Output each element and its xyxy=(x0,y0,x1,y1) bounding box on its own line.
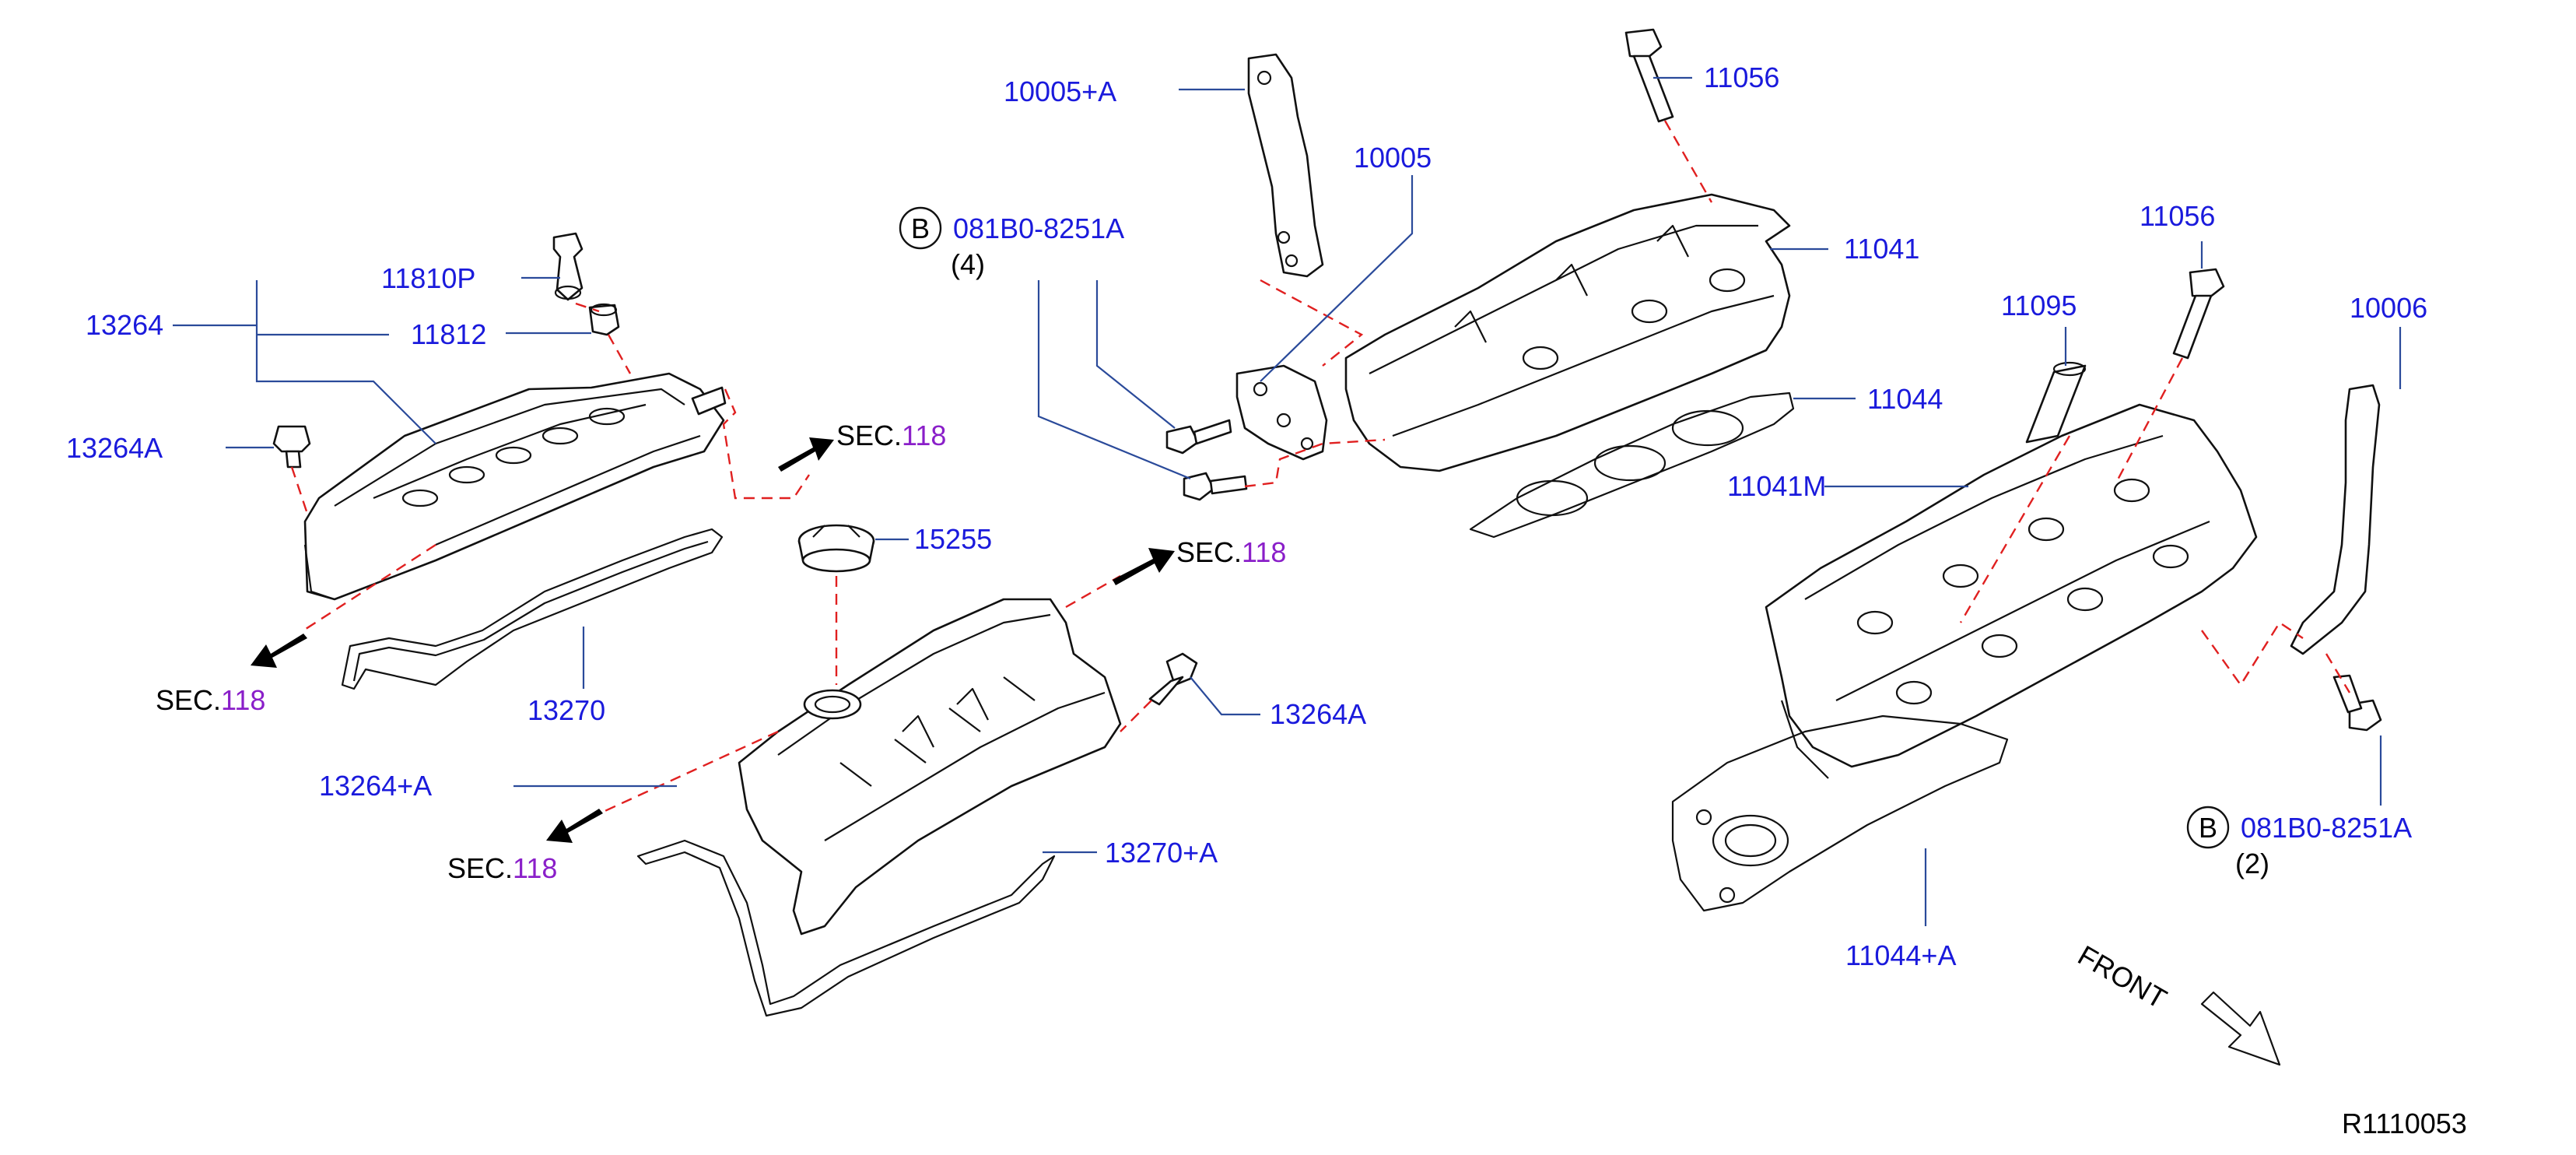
dashed-connectors xyxy=(290,120,2351,819)
sec-arrow-3 xyxy=(251,634,307,668)
sec-arrow-2 xyxy=(1113,548,1175,585)
sec-ref-4[interactable]: SEC.118 xyxy=(447,852,557,884)
label-11056-right[interactable]: 11056 xyxy=(2140,200,2215,232)
bolt-11056-top[interactable] xyxy=(1624,28,1674,123)
bolt-081b0-center-b[interactable] xyxy=(1183,472,1248,501)
label-11041m[interactable]: 11041M xyxy=(1727,470,1826,502)
plug-11095[interactable] xyxy=(2025,361,2087,444)
label-11041[interactable]: 11041 xyxy=(1844,233,1919,265)
grommet-11812[interactable] xyxy=(588,303,620,336)
head-gasket-11044[interactable] xyxy=(1469,391,1795,539)
sec-ref-1[interactable]: SEC.118 xyxy=(836,420,946,451)
label-13264pa[interactable]: 13264+A xyxy=(319,770,432,802)
bolt-081b0-right[interactable] xyxy=(2332,674,2382,732)
circle-b-marker-top: B xyxy=(899,206,942,250)
label-bolt-qty-top: (4) xyxy=(951,248,985,280)
sec-arrow-4 xyxy=(546,809,603,843)
label-11044a[interactable]: 11044+A xyxy=(1845,939,1956,971)
sec-ref-2[interactable]: SEC.118 xyxy=(1176,536,1286,568)
bolt-11056-right[interactable] xyxy=(2172,268,2225,360)
cylinder-head-11041m[interactable] xyxy=(1765,403,2258,779)
front-direction-arrow xyxy=(2200,991,2281,1066)
circle-b-letter: B xyxy=(2199,812,2217,844)
rocker-gasket-right-bank[interactable] xyxy=(636,839,1056,1017)
rocker-gasket-left[interactable] xyxy=(341,528,724,690)
label-bolt-qty-right: (2) xyxy=(2235,848,2269,879)
leader-lines xyxy=(173,76,2402,926)
circle-b-letter: B xyxy=(911,212,930,244)
bolt-13264a-right[interactable] xyxy=(1148,652,1198,706)
label-13270[interactable]: 13270 xyxy=(527,694,605,726)
bracket-10006[interactable] xyxy=(2290,384,2381,655)
label-11095[interactable]: 11095 xyxy=(2001,290,2077,321)
label-bolt-081b0-right[interactable]: 081B0-8251A xyxy=(2241,812,2412,844)
cylinder-head-11041[interactable] xyxy=(1344,193,1791,472)
label-15255[interactable]: 15255 xyxy=(914,523,992,555)
oil-filler-cap-15255[interactable] xyxy=(797,524,875,573)
label-10005[interactable]: 10005 xyxy=(1354,142,1432,174)
head-gasket-11044a[interactable] xyxy=(1671,714,2009,912)
label-11044[interactable]: 11044 xyxy=(1867,383,1943,415)
pcv-valve-11810p[interactable] xyxy=(552,232,584,301)
label-13264a-right[interactable]: 13264A xyxy=(1270,698,1366,730)
bracket-10005a[interactable] xyxy=(1247,53,1324,278)
label-bolt-081b0-top[interactable]: 081B0-8251A xyxy=(953,212,1124,244)
rocker-cover-left[interactable] xyxy=(303,372,727,601)
sec-arrow-1 xyxy=(778,437,834,472)
rocker-cover-right-bank[interactable] xyxy=(738,598,1122,936)
bolt-081b0-center-a[interactable] xyxy=(1165,419,1232,455)
label-10005a[interactable]: 10005+A xyxy=(1004,75,1116,107)
bracket-10005[interactable] xyxy=(1235,364,1328,461)
front-label: FRONT xyxy=(2073,939,2172,1015)
label-11812[interactable]: 11812 xyxy=(411,318,486,350)
label-13264[interactable]: 13264 xyxy=(86,309,163,341)
label-13264a-left[interactable]: 13264A xyxy=(66,432,163,464)
bolt-13264a-left[interactable] xyxy=(272,425,311,469)
reference-code: R1110053 xyxy=(2342,1108,2467,1139)
label-11056-top[interactable]: 11056 xyxy=(1704,61,1779,93)
circle-b-marker-bottom: B xyxy=(2186,806,2230,849)
label-10006[interactable]: 10006 xyxy=(2350,292,2427,324)
label-13270pa[interactable]: 13270+A xyxy=(1105,837,1218,869)
sec-ref-3[interactable]: SEC.118 xyxy=(156,684,265,716)
label-11810p[interactable]: 11810P xyxy=(381,262,475,294)
